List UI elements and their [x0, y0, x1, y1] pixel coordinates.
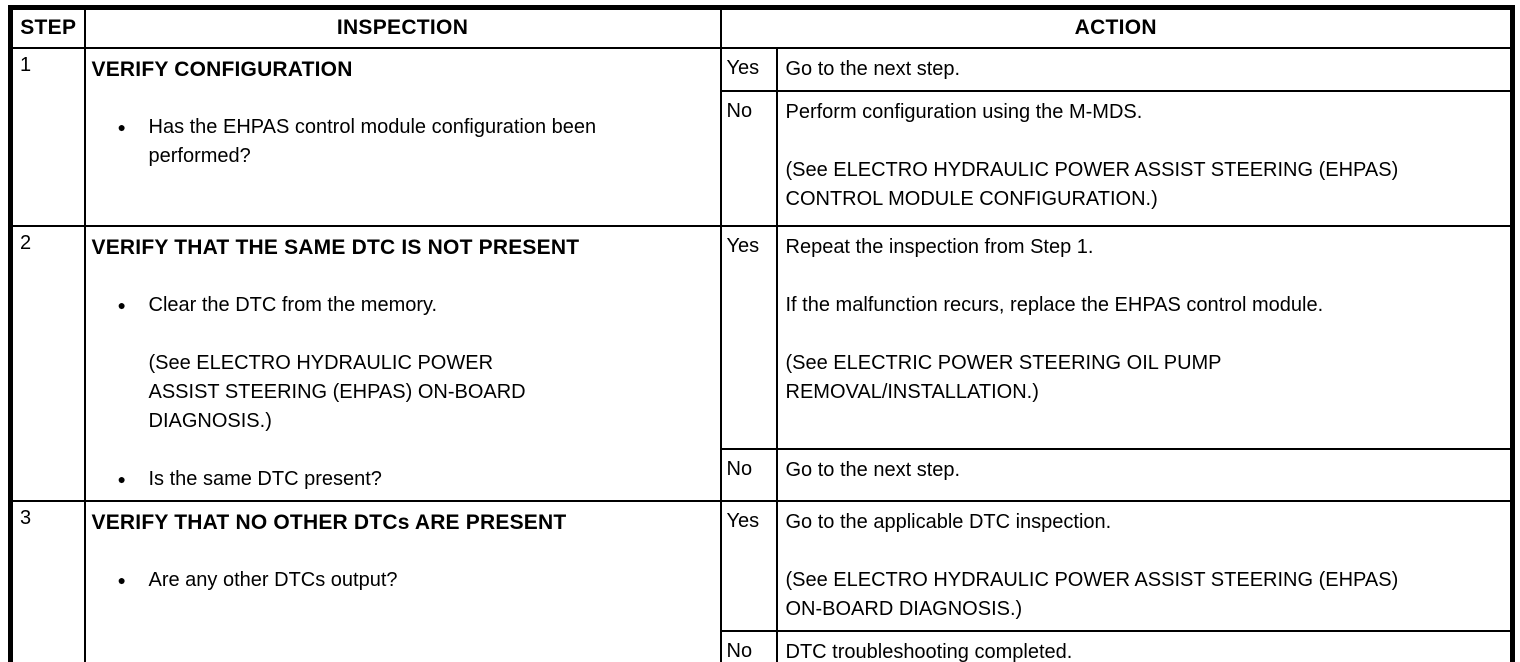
step2-inspection-cell: VERIFY THAT THE SAME DTC IS NOT PRESENT …	[83, 224, 722, 502]
step3-inspection-title: VERIFY THAT NO OTHER DTCs ARE PRESENT	[91, 510, 567, 534]
step2-yes-action-cell: Repeat the inspection from Step 1. If th…	[775, 224, 1514, 451]
action-see-reference: (See ELECTRO HYDRAULIC POWER ASSIST STEE…	[785, 568, 1399, 620]
bullet-item: ● Clear the DTC from the memory.	[118, 291, 712, 320]
step1-no-label: No	[719, 89, 778, 227]
step3-yes-action-cell: Go to the applicable DTC inspection. (Se…	[775, 499, 1514, 632]
column-header-step: STEP	[9, 6, 86, 49]
step3-no-action-cell: DTC troubleshooting completed.	[775, 629, 1514, 662]
action-paragraph: Go to the next step.	[785, 459, 961, 482]
bullet-text: Has the EHPAS control module configurati…	[148, 115, 597, 167]
action-see-reference: (See ELECTRO HYDRAULIC POWER ASSIST STEE…	[785, 158, 1399, 210]
step2-no-label: No	[719, 448, 778, 502]
step3-no-row: No DTC troubleshooting completed.	[11, 629, 1514, 662]
step2-yes-label: Yes	[719, 224, 778, 451]
step3-yes-row: 3 VERIFY THAT NO OTHER DTCs ARE PRESENT …	[9, 499, 1514, 662]
step3-yes-label: Yes	[719, 499, 778, 632]
action-see-reference: (See ELECTRIC POWER STEERING OIL PUMP RE…	[785, 351, 1222, 403]
bullet-text: Are any other DTCs output?	[148, 568, 398, 591]
action-paragraph: Perform configuration using the M-MDS.	[785, 100, 1143, 123]
step1-inspection-title: VERIFY CONFIGURATION	[91, 57, 353, 81]
step2-no-row: No Go to the next step.	[11, 448, 1514, 502]
step3-inspection-cell: VERIFY THAT NO OTHER DTCs ARE PRESENT ● …	[83, 499, 722, 662]
step1-yes-row: 1 VERIFY CONFIGURATION ● Has the EHPAS c…	[9, 46, 1514, 227]
inspection-see-reference: (See ELECTRO HYDRAULIC POWER ASSIST STEE…	[148, 351, 526, 432]
action-paragraph: If the malfunction recurs, replace the E…	[785, 293, 1324, 316]
step3-number: 3	[9, 499, 86, 662]
action-paragraph: Go to the applicable DTC inspection.	[785, 510, 1112, 533]
column-header-inspection: INSPECTION	[83, 6, 722, 49]
action-paragraph: DTC troubleshooting completed.	[785, 640, 1073, 662]
step1-no-row: No Perform configuration using the M-MDS…	[11, 89, 1514, 227]
step2-inspection-title: VERIFY THAT THE SAME DTC IS NOT PRESENT	[91, 235, 580, 259]
step1-number: 1	[9, 46, 86, 227]
bullet-icon: ●	[117, 296, 126, 313]
action-paragraph: Go to the next step.	[785, 57, 961, 80]
bullet-text: Clear the DTC from the memory.	[148, 293, 438, 316]
step1-no-action-cell: Perform configuration using the M-MDS. (…	[775, 89, 1514, 227]
step1-yes-label: Yes	[719, 46, 778, 92]
column-header-action: ACTION	[719, 6, 1514, 49]
bullet-text: Is the same DTC present?	[148, 467, 382, 490]
bullet-icon: ●	[117, 470, 126, 487]
dtc-troubleshooting-table: STEP INSPECTION ACTION 1 VERIFY CONFIGUR…	[8, 5, 1516, 662]
table-header-row: STEP INSPECTION ACTION	[9, 6, 1514, 49]
step1-yes-action-cell: Go to the next step.	[775, 46, 1514, 92]
step2-no-action-cell: Go to the next step.	[775, 448, 1514, 502]
bullet-item: ● Are any other DTCs output?	[118, 566, 712, 595]
action-paragraph: Repeat the inspection from Step 1.	[785, 235, 1094, 258]
bullet-icon: ●	[117, 118, 126, 135]
step2-yes-row: 2 VERIFY THAT THE SAME DTC IS NOT PRESEN…	[9, 224, 1514, 502]
bullet-icon: ●	[117, 571, 126, 588]
step1-inspection-cell: VERIFY CONFIGURATION ● Has the EHPAS con…	[83, 46, 722, 227]
bullet-item: ● Has the EHPAS control module configura…	[118, 113, 712, 171]
step2-number: 2	[9, 224, 86, 502]
bullet-item: ● Is the same DTC present?	[118, 465, 712, 494]
step3-no-label: No	[719, 629, 778, 662]
